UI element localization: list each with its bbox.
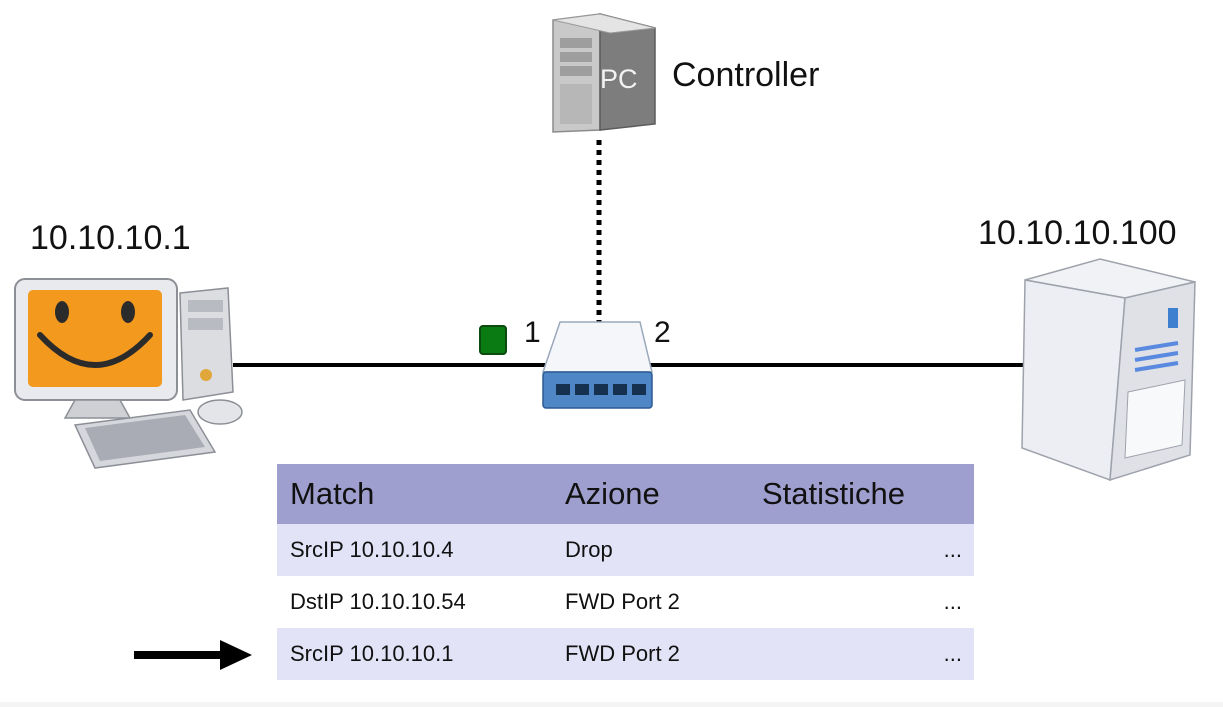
row-action: FWD Port 2: [552, 628, 749, 680]
switch-port-2-label: 2: [654, 316, 671, 349]
table-row-highlighted: SrcIP 10.10.10.1 FWD Port 2 ...: [277, 628, 974, 680]
flow-table: Match Azione Statistiche SrcIP 10.10.10.…: [277, 464, 974, 680]
flow-table-header-row: Match Azione Statistiche: [277, 464, 974, 524]
row-match: SrcIP 10.10.10.4: [277, 524, 552, 576]
row-action: FWD Port 2: [552, 576, 749, 628]
row-match: DstIP 10.10.10.54: [277, 576, 552, 628]
header-action: Azione: [552, 464, 749, 524]
controller-server-icon: PC: [552, 13, 656, 133]
server-tower-icon: [1021, 258, 1196, 482]
header-match: Match: [277, 464, 552, 524]
bottom-strip: [0, 702, 1223, 707]
row-stats: ...: [749, 524, 974, 576]
row-stats: ...: [749, 628, 974, 680]
client-computer-icon: [14, 278, 243, 469]
host-left-ip-label: 10.10.10.1: [30, 219, 191, 257]
row-stats: ...: [749, 576, 974, 628]
table-row: DstIP 10.10.10.54 FWD Port 2 ...: [277, 576, 974, 628]
current-row-arrow-icon: [134, 640, 252, 670]
row-action: Drop: [552, 524, 749, 576]
switch-icon: [541, 321, 653, 409]
switch-port-1-label: 1: [524, 316, 541, 349]
header-statistics: Statistiche: [749, 464, 974, 524]
packet-marker: [479, 325, 507, 355]
controller-label: Controller: [672, 56, 820, 94]
table-row: SrcIP 10.10.10.4 Drop ...: [277, 524, 974, 576]
row-match: SrcIP 10.10.10.1: [277, 628, 552, 680]
host-right-ip-label: 10.10.10.100: [978, 214, 1177, 252]
controller-pc-badge: PC: [600, 64, 638, 94]
